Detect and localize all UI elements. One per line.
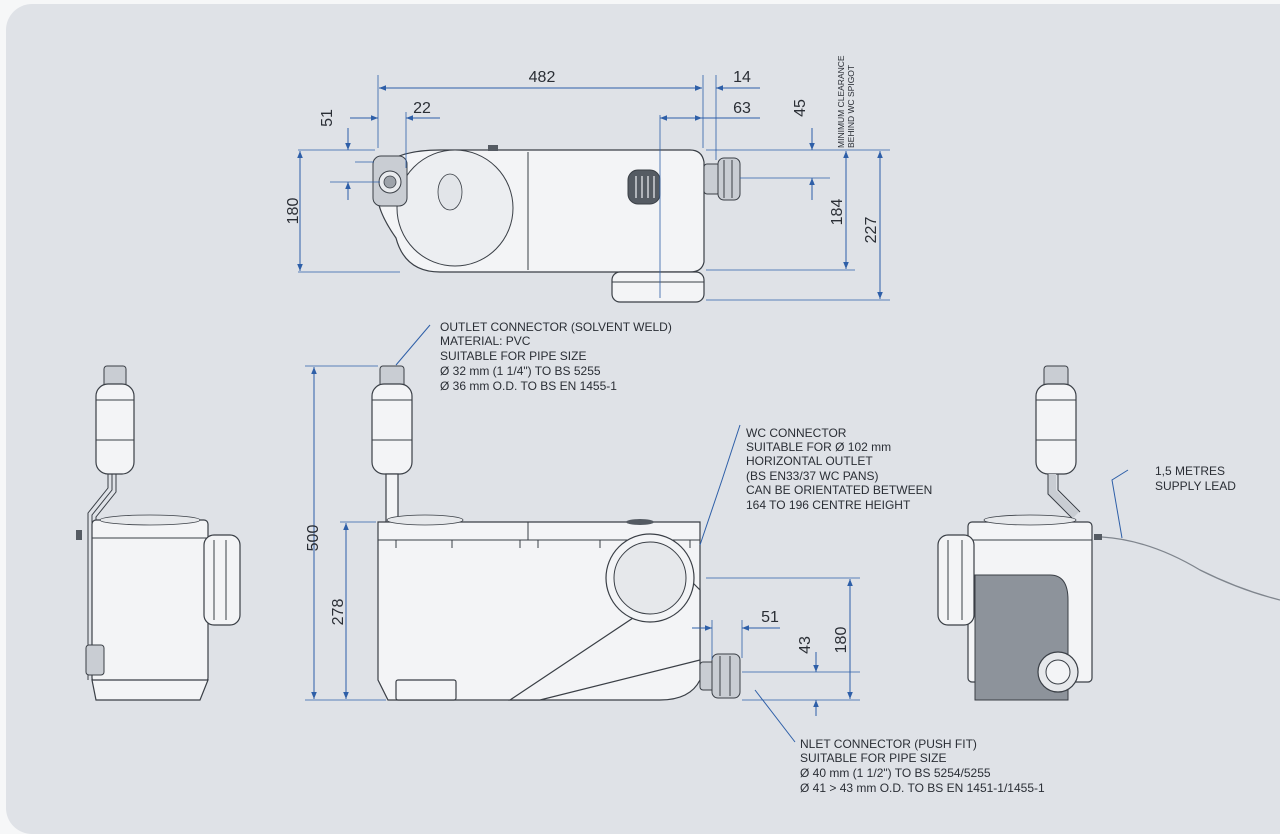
dim-180-top: 180 xyxy=(285,198,302,225)
inlet-leader xyxy=(754,689,796,743)
wc-note-line2: SUITABLE FOR Ø 102 mm xyxy=(746,440,891,454)
inlet-note-line4: Ø 41 > 43 mm O.D. TO BS EN 1451-1/1455-1 xyxy=(800,781,1045,795)
dim-51-top: 51 xyxy=(319,109,336,127)
supply-note-line2: SUPPLY LEAD xyxy=(1155,479,1236,493)
wc-note-line3: HORIZONTAL OUTLET xyxy=(746,454,873,468)
dim-51-front: 51 xyxy=(761,609,779,626)
wc-spigot-side-left xyxy=(203,534,241,626)
supply-lead-cable xyxy=(1101,536,1280,601)
supply-leader xyxy=(1111,469,1129,539)
inlet-note-line3: Ø 40 mm (1 1/2") TO BS 5254/5255 xyxy=(800,766,991,780)
wc-leader xyxy=(699,424,741,546)
dim-14: 14 xyxy=(733,69,751,86)
wc-note-line1: WC CONNECTOR xyxy=(746,426,847,440)
wc-note-line4: (BS EN33/37 WC PANS) xyxy=(746,469,878,483)
left-side-view xyxy=(76,365,241,701)
inlet-connector-note: NLET CONNECTOR (PUSH FIT) SUITABLE FOR P… xyxy=(800,737,1045,795)
top-view: 482 14 22 63 51 45 180 184 227 MINIMUM C… xyxy=(285,55,890,303)
dim-180-front: 180 xyxy=(833,627,850,654)
dim-22: 22 xyxy=(413,100,431,117)
outlet-note-line1: OUTLET CONNECTOR (SOLVENT WELD) xyxy=(440,320,672,334)
dim-63: 63 xyxy=(733,100,751,117)
vent-grille xyxy=(627,169,661,205)
dim-500: 500 xyxy=(305,525,322,552)
outlet-note-line5: Ø 36 mm O.D. TO BS EN 1455-1 xyxy=(440,379,617,393)
dim-184: 184 xyxy=(829,199,846,226)
supply-lead-note: 1,5 METRES SUPPLY LEAD xyxy=(1155,464,1236,493)
wc-connector-note: WC CONNECTOR SUITABLE FOR Ø 102 mm HORIZ… xyxy=(746,426,932,512)
outlet-note-line2: MATERIAL: PVC xyxy=(440,334,531,348)
dim-45: 45 xyxy=(792,99,809,117)
outlet-note-line4: Ø 32 mm (1 1/4") TO BS 5255 xyxy=(440,364,601,378)
dim-43: 43 xyxy=(797,636,814,654)
clearance-line1: MINIMUM CLEARANCE xyxy=(836,55,846,148)
outlet-note-line3: SUITABLE FOR PIPE SIZE xyxy=(440,349,586,363)
right-side-view xyxy=(937,365,1280,701)
outlet-leader xyxy=(395,324,431,366)
wc-spigot-top xyxy=(611,271,705,303)
outlet-connector-note: OUTLET CONNECTOR (SOLVENT WELD) MATERIAL… xyxy=(440,320,672,393)
inlet-connector xyxy=(711,653,741,699)
inlet-note-line1: NLET CONNECTOR (PUSH FIT) xyxy=(800,737,977,751)
wc-note-line6: 164 TO 196 CENTRE HEIGHT xyxy=(746,498,911,512)
wc-note-line5: CAN BE ORIENTATED BETWEEN xyxy=(746,483,932,497)
supply-note-line1: 1,5 METRES xyxy=(1155,464,1225,478)
front-view: 500 278 51 43 180 xyxy=(305,365,860,716)
clearance-line2: BEHIND WC SPIGOT xyxy=(846,65,856,148)
inlet-nut-top xyxy=(717,157,741,201)
dim-278: 278 xyxy=(330,599,347,626)
dim-482: 482 xyxy=(529,69,556,86)
dim-227: 227 xyxy=(863,217,880,244)
technical-drawing: 482 14 22 63 51 45 180 184 227 MINIMUM C… xyxy=(76,55,1280,795)
inlet-note-line2: SUITABLE FOR PIPE SIZE xyxy=(800,751,946,765)
